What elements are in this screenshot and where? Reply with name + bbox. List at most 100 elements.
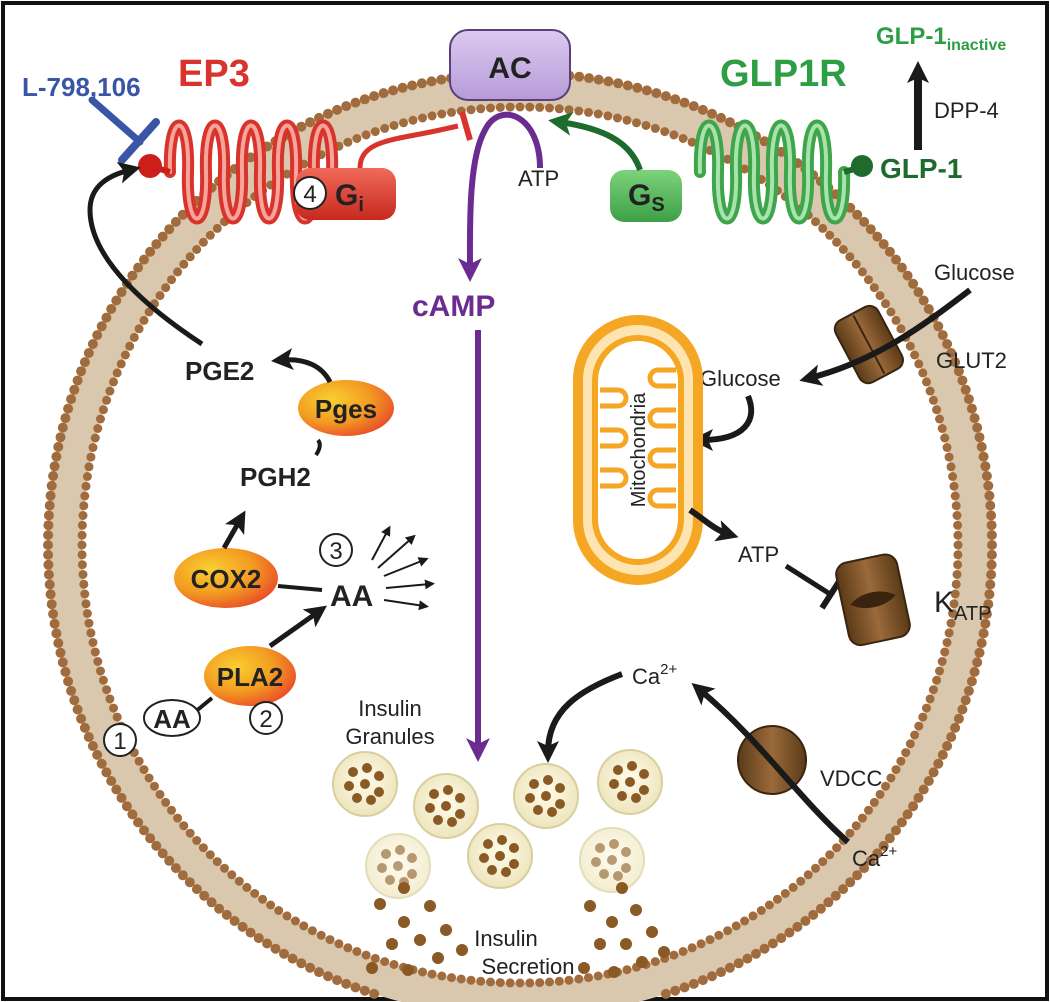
lipid-head [408, 115, 418, 125]
lipid-head [641, 85, 652, 96]
lipid-head [157, 848, 168, 859]
lipid-head [574, 106, 584, 116]
lipid-head [733, 958, 744, 969]
lipid-head [53, 638, 64, 649]
lipid-head [486, 977, 495, 987]
mitochondria: Mitochondria [573, 315, 703, 585]
lipid-head [206, 897, 217, 908]
lipid-head [192, 836, 202, 845]
insulin-dot [479, 853, 489, 863]
insulin-dot [658, 946, 670, 958]
lipid-head [515, 978, 525, 988]
lipid-head [325, 935, 335, 945]
lipid-head [922, 703, 931, 713]
lipid-head [60, 413, 71, 424]
lipid-head [350, 97, 361, 108]
lipid-head [632, 118, 641, 128]
lipid-head [495, 102, 505, 112]
svg-text:2: 2 [259, 706, 272, 733]
lipid-head [933, 321, 944, 332]
lipid-head [865, 855, 876, 866]
lipid-head [593, 74, 604, 85]
lipid-head [96, 414, 105, 424]
lipid-head [253, 933, 264, 944]
insulin-dot [456, 944, 468, 956]
katp-channel [835, 553, 911, 647]
lipid-head [447, 107, 456, 117]
ep3-label: EP3 [178, 53, 250, 95]
insulin-dot [381, 849, 391, 859]
lipid-head [942, 443, 952, 452]
lipid-head [953, 550, 963, 560]
lipid-head [641, 121, 651, 130]
lipid-head [942, 638, 952, 647]
lipid-head [986, 510, 997, 521]
lipid-head [370, 127, 380, 137]
insulin-dot [578, 962, 590, 974]
lipid-head [759, 136, 770, 147]
lipid-head [426, 76, 437, 87]
lipid-head [716, 112, 726, 123]
lipid-head [865, 224, 876, 235]
lipid-head [46, 480, 57, 491]
insulin-dot [584, 900, 596, 912]
lipid-head [436, 74, 447, 85]
lipid-head [155, 291, 165, 301]
lipid-head [78, 570, 88, 579]
ca-inside-label: Ca2+ [632, 661, 677, 689]
lipid-head [767, 938, 778, 949]
lipid-head [145, 833, 156, 844]
lipid-head [613, 78, 624, 89]
pge2-to-ep3-arrow [87, 161, 204, 347]
lipid-head [133, 817, 144, 828]
lipid-head [418, 113, 427, 123]
lipid-head [116, 359, 126, 369]
glut2-label: GLUT2 [936, 348, 1007, 373]
lipid-head [815, 903, 826, 914]
lipid-head [864, 275, 873, 285]
lipid-head [564, 975, 574, 985]
lipid-head [185, 252, 195, 262]
lipid-head [79, 357, 90, 368]
lipid-head [51, 628, 62, 639]
lipid-head [192, 245, 202, 254]
insulin-dot [487, 865, 497, 875]
lipid-head [925, 694, 935, 704]
lipid-head [191, 884, 202, 895]
lipid-head [134, 324, 144, 334]
lipid-head [796, 876, 806, 886]
lipid-head [78, 511, 88, 520]
lipid-head [167, 805, 176, 815]
lipid-head [144, 773, 154, 783]
lipid-head [670, 985, 681, 996]
lipid-head [963, 685, 974, 696]
lipid-head [953, 520, 963, 530]
pla2-enzyme [204, 646, 296, 706]
lipid-head [976, 441, 987, 452]
insulin-dot [344, 781, 354, 791]
lipid-head [696, 939, 706, 949]
insulin-dot [348, 767, 358, 777]
lipid-head [981, 609, 992, 619]
lipid-head [125, 341, 135, 351]
lipid-head [486, 103, 495, 113]
lipid-head [98, 675, 108, 685]
lipid-head [350, 982, 361, 993]
lipid-head [416, 78, 427, 89]
lipid-head [370, 953, 380, 963]
lipid-head [632, 82, 643, 93]
lipid-head [323, 108, 333, 119]
glp1r-label: GLP1R [720, 53, 847, 95]
lipid-head [593, 971, 603, 981]
pges-arrow [271, 348, 333, 384]
insulin-dot [398, 916, 410, 928]
lipid-head [177, 870, 188, 881]
lipid-head [127, 809, 138, 820]
lipid-head [808, 909, 819, 920]
lipid-head [937, 749, 948, 760]
lipid-head [173, 267, 183, 277]
lipid-head [177, 209, 188, 220]
lipid-head [161, 283, 171, 293]
insulin-dot [555, 783, 565, 793]
